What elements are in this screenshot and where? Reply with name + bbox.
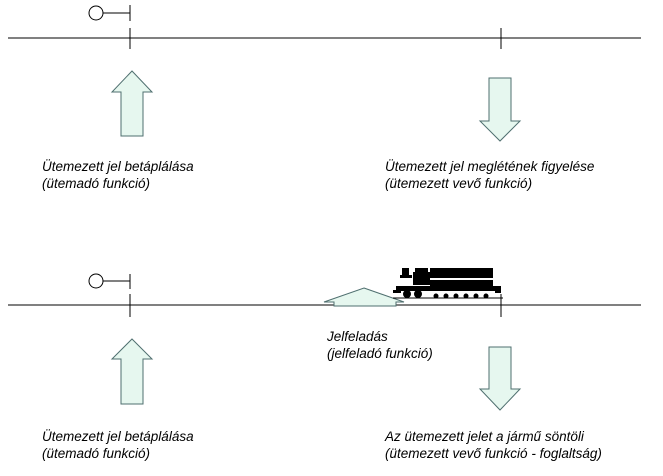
bottom-feed-subtitle: (ütemadó funkció) xyxy=(42,446,151,461)
down-arrow-icon xyxy=(478,346,522,411)
bottom-feed-label: Ütemezett jel betáplálása (ütemadó funkc… xyxy=(42,428,194,462)
top-monitor-label: Ütemezett jel meglétének figyelése (ütem… xyxy=(385,158,594,192)
up-arrow-icon xyxy=(110,70,154,137)
down-arrow-icon xyxy=(478,77,522,142)
shunt-subtitle: (ütemezett vevő funkció - foglaltság) xyxy=(385,446,602,461)
top-monitor-subtitle: (ütemezett vevő funkció) xyxy=(385,176,533,191)
signal-icon xyxy=(88,5,131,21)
signal-feed-label: Jelfeladás (jelfeladó funkció) xyxy=(327,328,433,362)
signal-feed-subtitle: (jelfeladó funkció) xyxy=(327,346,433,361)
bottom-feed-title: Ütemezett jel betáplálása xyxy=(42,429,194,444)
shunt-label: Az ütemezett jelet a jármű söntöli (ütem… xyxy=(385,428,602,462)
shunt-title: Az ütemezett jelet a jármű söntöli xyxy=(385,429,584,444)
top-monitor-title: Ütemezett jel meglétének figyelése xyxy=(385,159,595,174)
train-icon xyxy=(393,268,503,299)
top-feed-subtitle: (ütemadó funkció) xyxy=(42,176,151,191)
top-feed-label: Ütemezett jel betáplálása (ütemadó funkc… xyxy=(42,158,194,192)
top-feed-title: Ütemezett jel betáplálása xyxy=(42,159,194,174)
up-arrow-icon xyxy=(323,287,405,307)
signal-feed-title: Jelfeladás xyxy=(327,329,388,344)
signal-icon xyxy=(88,273,131,289)
up-arrow-icon xyxy=(110,338,154,405)
